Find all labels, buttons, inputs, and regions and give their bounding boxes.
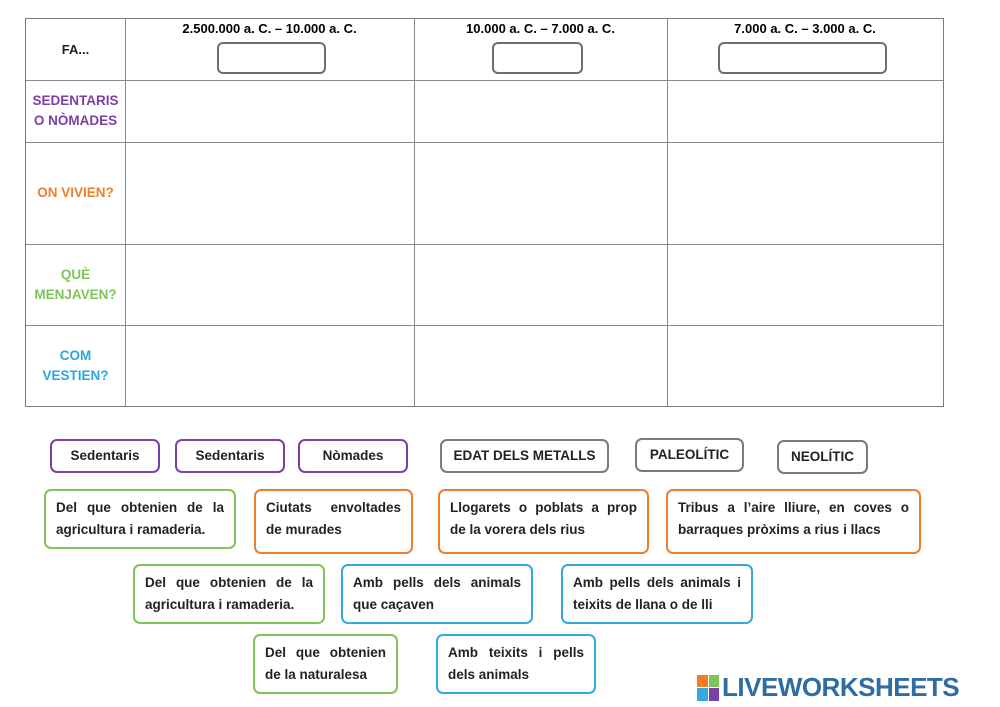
timeline-table: FA... 2.500.000 a. C. – 10.000 a. C. 10.… bbox=[25, 18, 944, 407]
era-drop-box-1[interactable] bbox=[217, 42, 326, 74]
row-divider bbox=[26, 80, 943, 81]
column-divider bbox=[414, 19, 415, 406]
row-divider bbox=[26, 325, 943, 326]
period-header-3: 7.000 a. C. – 3.000 a. C. bbox=[734, 21, 876, 36]
column-divider bbox=[667, 19, 668, 406]
liveworksheets-logo: LIVEWORKSHEETS bbox=[697, 672, 960, 703]
card-pells-llana[interactable]: Amb pells dels animals i teixits de llan… bbox=[561, 564, 753, 624]
card-paleolitic[interactable]: PALEOLÍTIC bbox=[635, 438, 744, 472]
logo-text: LIVEWORKSHEETS bbox=[722, 672, 960, 702]
card-edat-metalls[interactable]: EDAT DELS METALLS bbox=[440, 439, 609, 473]
row-label-sedentaris-nomades: SEDENTARIS O NÒMADES bbox=[32, 93, 119, 128]
card-agricultura-2[interactable]: Del que obtenien de la agricultura i ram… bbox=[133, 564, 325, 624]
card-llogarets[interactable]: Llogarets o poblats a prop de la vorera … bbox=[438, 489, 649, 554]
card-teixits-pells[interactable]: Amb teixits i pells dels animals bbox=[436, 634, 596, 694]
corner-label: FA... bbox=[61, 41, 90, 57]
era-drop-box-3[interactable] bbox=[718, 42, 887, 74]
row-divider bbox=[26, 142, 943, 143]
card-pells-cacaven[interactable]: Amb pells dels animals que caçaven bbox=[341, 564, 533, 624]
logo-icon bbox=[697, 674, 719, 701]
row-label-com-vestien: COM VESTIEN? bbox=[42, 348, 109, 383]
card-sedentaris-1[interactable]: Sedentaris bbox=[50, 439, 160, 473]
period-header-1: 2.500.000 a. C. – 10.000 a. C. bbox=[182, 21, 357, 36]
era-drop-box-2[interactable] bbox=[492, 42, 583, 74]
card-agricultura-1[interactable]: Del que obtenien de la agricultura i ram… bbox=[44, 489, 236, 549]
row-label-on-vivien: ON VIVIEN? bbox=[37, 185, 114, 200]
card-ciutats[interactable]: Ciutats envoltades de murades bbox=[254, 489, 413, 554]
card-naturalesa[interactable]: Del que obtenien de la naturalesa bbox=[253, 634, 398, 694]
card-nomades[interactable]: Nòmades bbox=[298, 439, 408, 473]
card-tribus[interactable]: Tribus a l’aire lliure, en coves o barra… bbox=[666, 489, 921, 554]
column-divider bbox=[125, 19, 126, 406]
period-header-2: 10.000 a. C. – 7.000 a. C. bbox=[466, 21, 615, 36]
row-divider bbox=[26, 244, 943, 245]
row-label-que-menjaven: QUÈ MENJAVEN? bbox=[34, 266, 117, 302]
card-sedentaris-2[interactable]: Sedentaris bbox=[175, 439, 285, 473]
card-neolitic[interactable]: NEOLÍTIC bbox=[777, 440, 868, 474]
